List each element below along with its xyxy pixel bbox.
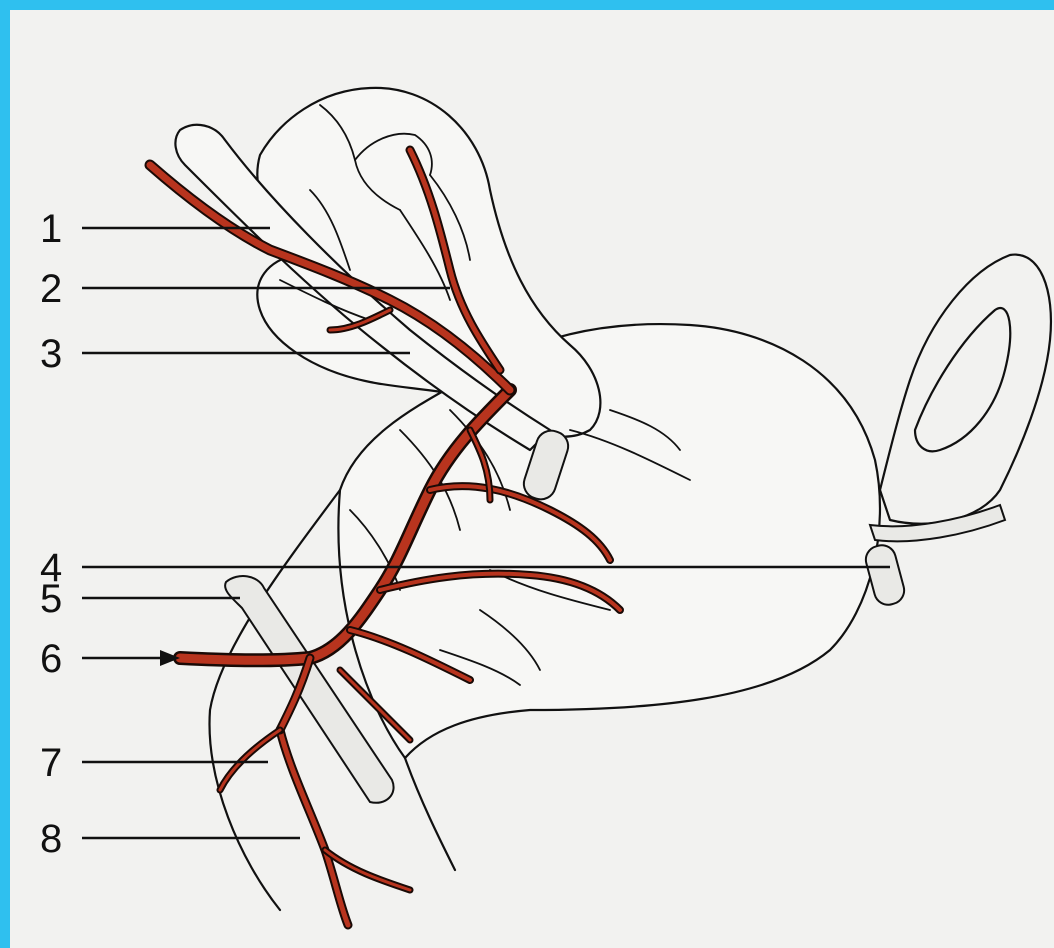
label-6: 6 xyxy=(40,637,62,681)
right-loop-inner xyxy=(915,308,1010,451)
number-labels: 1 2 3 4 5 6 7 8 xyxy=(40,207,62,861)
label-2: 2 xyxy=(40,267,62,311)
right-loop-outline xyxy=(880,255,1051,524)
label-7: 7 xyxy=(40,741,62,785)
diagram-frame: 1 2 3 4 5 6 7 8 xyxy=(10,10,1054,948)
label-3: 3 xyxy=(40,332,62,376)
label-1: 1 xyxy=(40,207,62,251)
lower-tube-right-outline xyxy=(405,758,455,870)
label-8: 8 xyxy=(40,817,62,861)
right-duct xyxy=(870,505,1005,541)
label-5: 5 xyxy=(40,577,62,621)
right-stub-tube xyxy=(863,542,908,608)
anatomical-diagram: 1 2 3 4 5 6 7 8 xyxy=(10,10,1054,948)
